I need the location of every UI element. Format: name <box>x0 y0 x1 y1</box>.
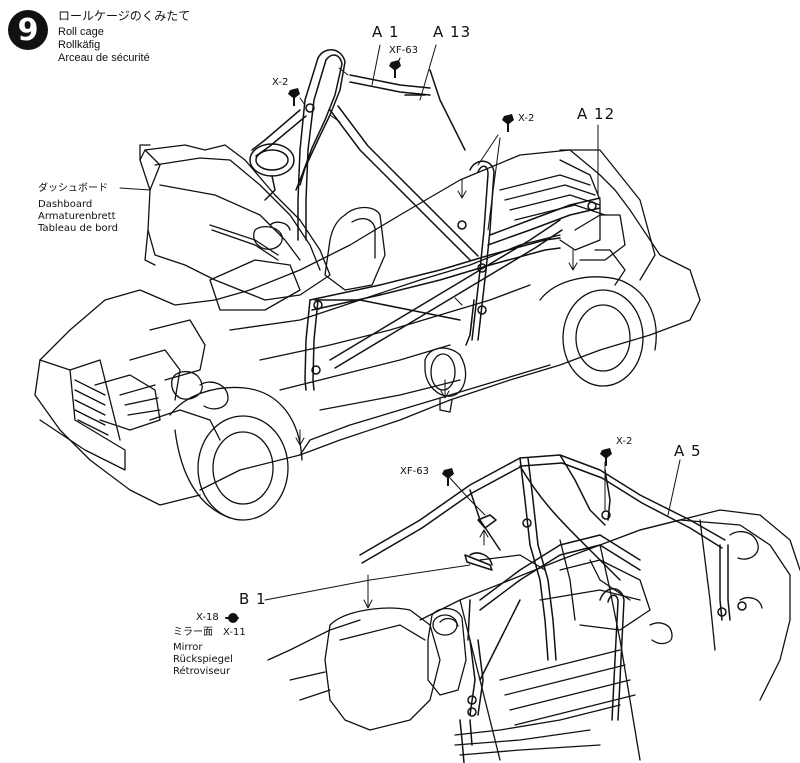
upper-car-body <box>34 149 701 521</box>
dashboard-label-en: Dashboard <box>38 199 93 210</box>
upper-roll-cage <box>249 49 601 391</box>
screw-label-x2-bottom: X-2 <box>616 436 633 447</box>
mirror-label-fr: Rétroviseur <box>173 666 231 677</box>
screw-label-x11: X-11 <box>223 627 246 638</box>
screw-markers <box>225 60 612 623</box>
step-title-jp: ロールケージのくみたて <box>58 9 191 23</box>
mirror-label-en: Mirror <box>173 642 203 653</box>
step-title-de: Rollkäfig <box>58 39 101 51</box>
dashboard-label-jp: ダッシュボード <box>38 183 108 194</box>
screw-label-x2-left: X-2 <box>272 77 289 88</box>
step-number-badge: 9 <box>8 10 48 50</box>
screw-label-x18: X-18 <box>196 612 219 623</box>
dashboard-label-de: Armaturenbrett <box>38 211 116 222</box>
lower-car-body <box>267 509 800 761</box>
mirror-surface-jp: ミラー面 <box>173 627 213 638</box>
step-title-en: Roll cage <box>58 26 104 38</box>
lower-roll-cage <box>359 454 747 763</box>
part-label-a1: A 1 <box>372 23 400 41</box>
part-label-a13: A 13 <box>433 23 472 41</box>
dashboard-part <box>139 144 331 301</box>
mirror-label-de: Rückspiegel <box>173 654 233 665</box>
part-label-a12: A 12 <box>577 105 616 123</box>
part-label-b1: B 1 <box>239 590 267 608</box>
dashboard-label-fr: Tableau de bord <box>38 223 118 234</box>
part-label-a5: A 5 <box>674 442 702 460</box>
screw-label-xf63-top: XF-63 <box>389 45 418 56</box>
step-title-fr: Arceau de sécurité <box>58 52 150 64</box>
screw-label-x2-right: X-2 <box>518 113 535 124</box>
screw-label-xf63-bottom: XF-63 <box>400 466 429 477</box>
